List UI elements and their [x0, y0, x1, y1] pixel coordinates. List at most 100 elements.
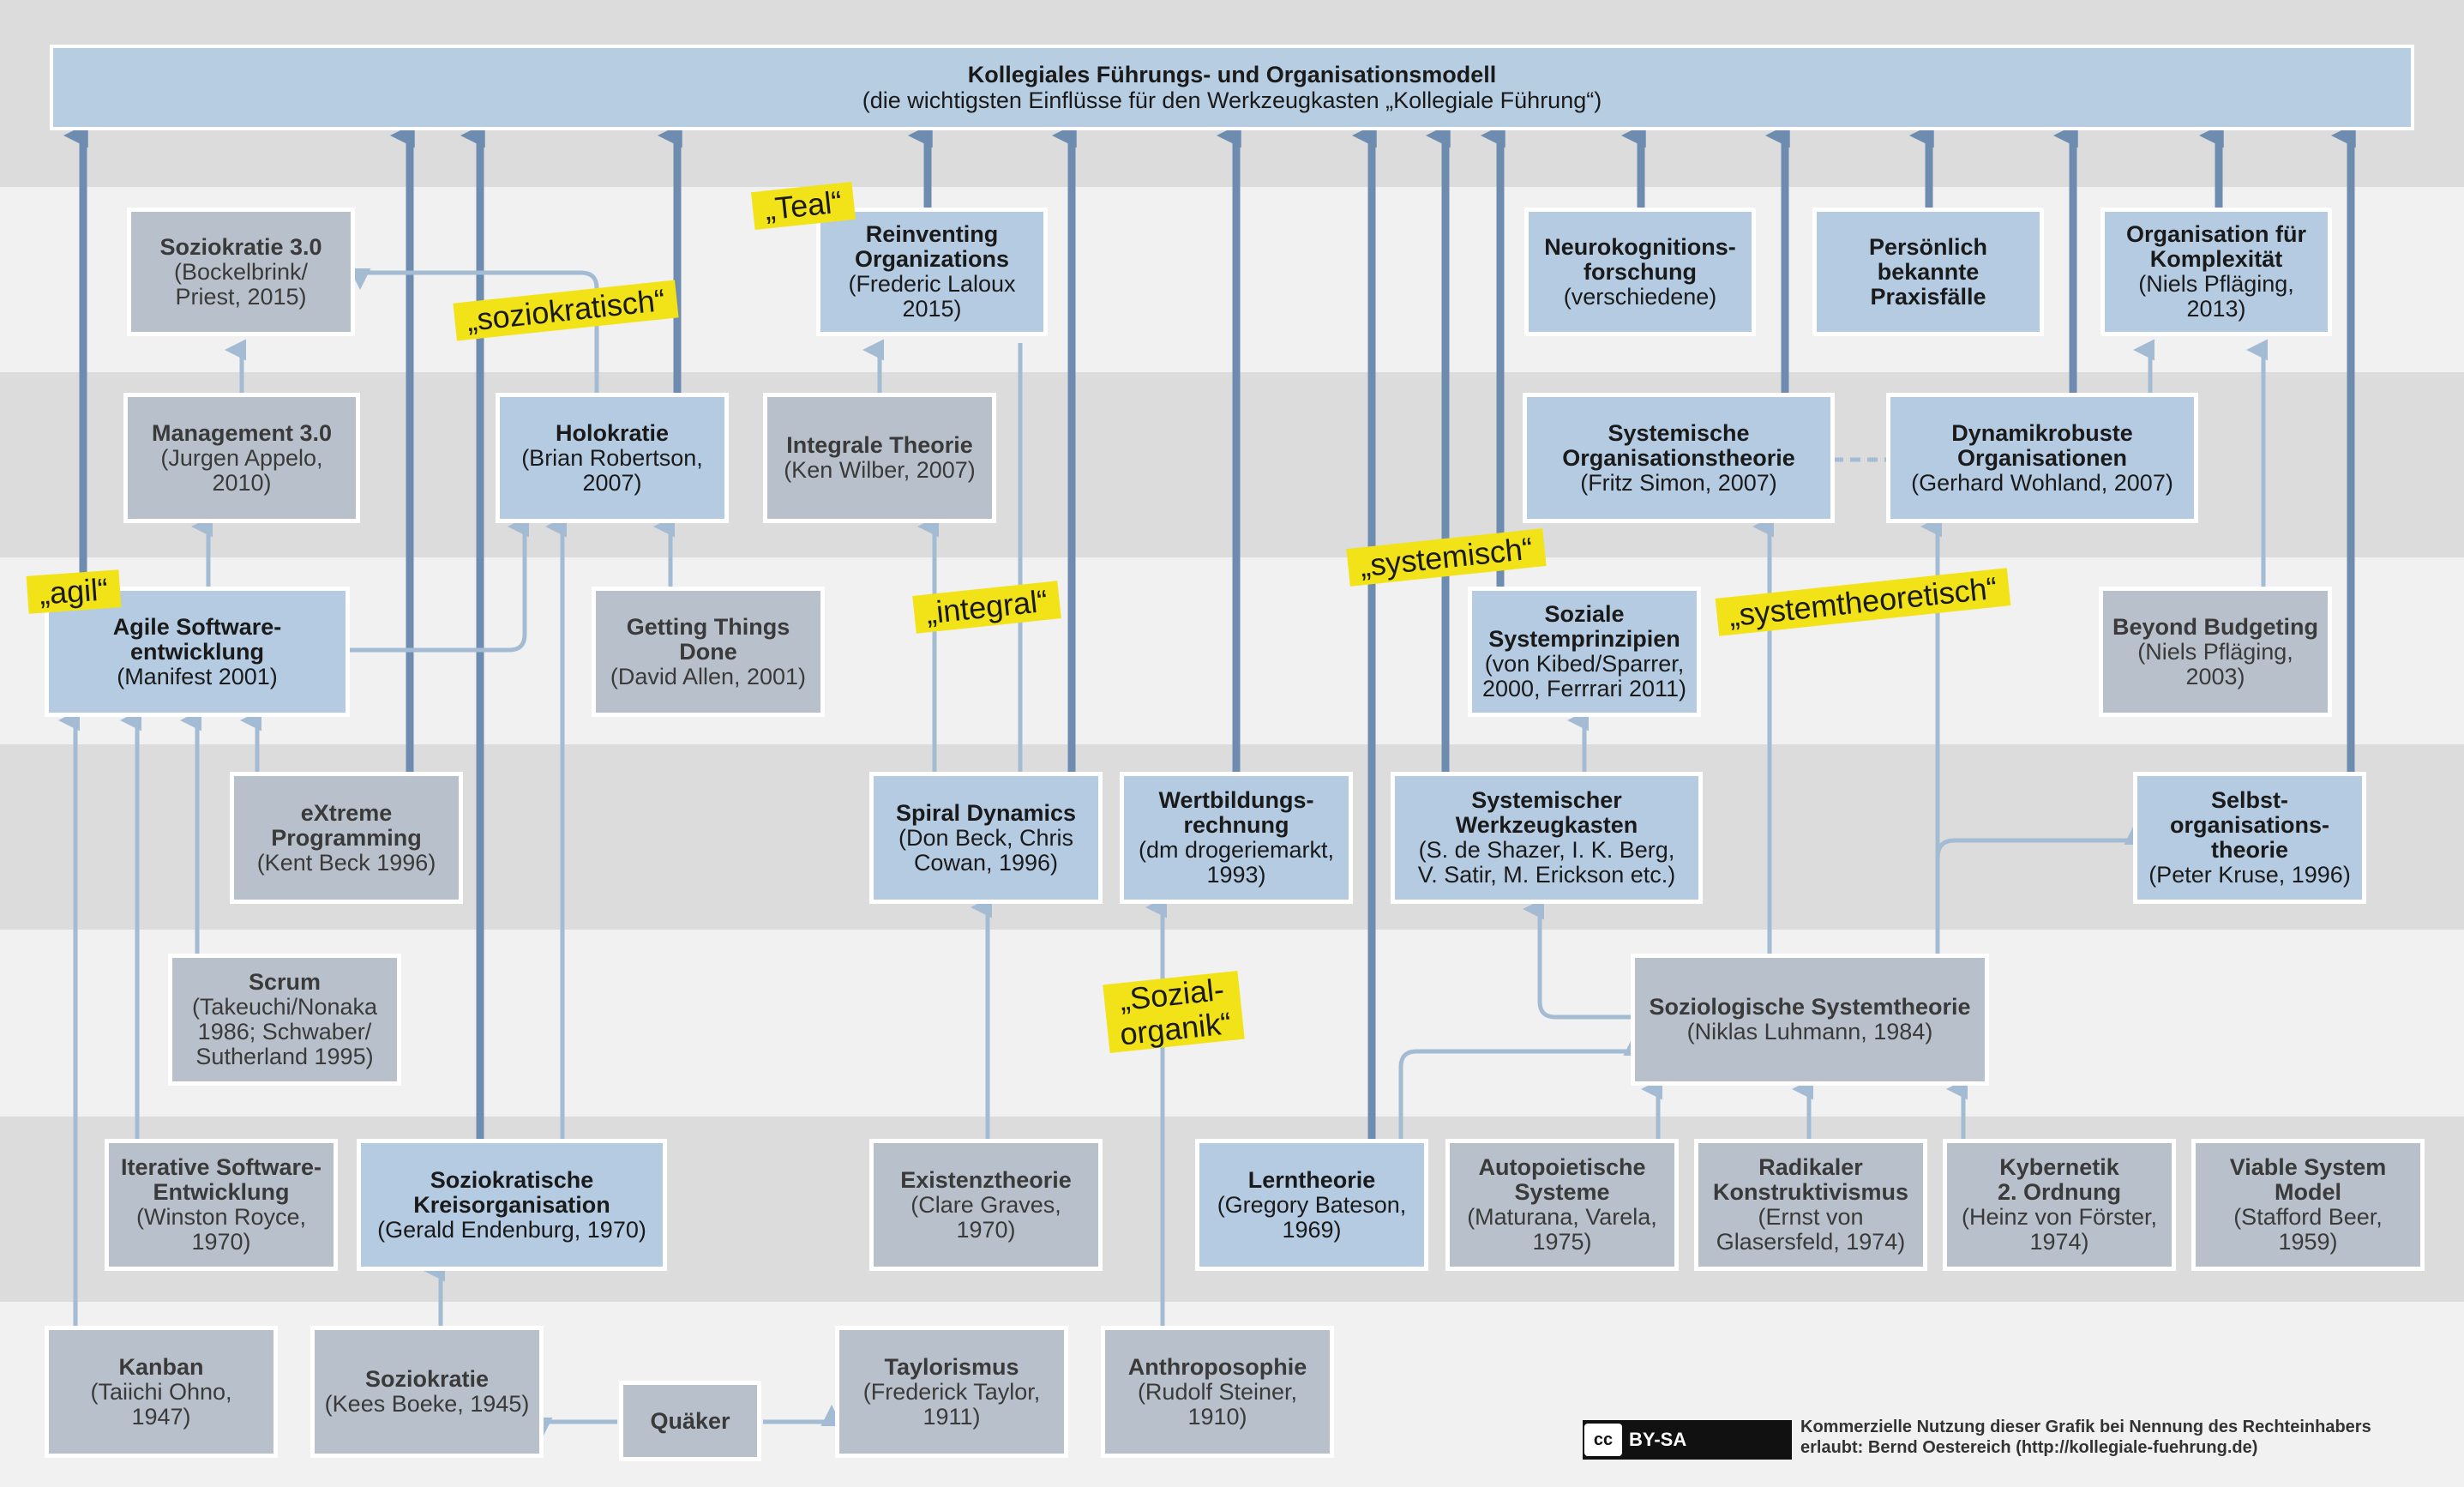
arrow-luhmann-selbst: [1935, 823, 2146, 858]
node-detail: (dm drogeriemarkt,: [1138, 837, 1335, 863]
node-title: Radikaler Konstruktivismus: [1712, 1154, 1909, 1205]
node-detail: Sutherland 1995): [195, 1044, 374, 1069]
node-title: Quäker: [650, 1407, 730, 1434]
node-detail: (Frederic Laloux: [848, 271, 1016, 297]
node-integrale-theorie: Integrale Theorie (Ken Wilber, 2007): [763, 393, 996, 523]
node-detail: 1993): [1206, 862, 1266, 888]
node-title: Iterative Software- Entwicklung: [120, 1154, 322, 1205]
license-credit-line: Kommerzielle Nutzung dieser Grafik bei N…: [1800, 1418, 2371, 1436]
node-detail: Cowan, 1996): [913, 849, 1059, 876]
node-detail: 2000, Ferrrari 2011): [1481, 676, 1687, 701]
arrow-agile-holo: [348, 515, 529, 653]
node-title: Dynamikrobuste Organisationen: [1951, 419, 2133, 471]
node-detail: (Ernst von: [1758, 1204, 1864, 1230]
node-detail: 1911): [922, 1403, 981, 1430]
license-badge: cc BY-SA: [1583, 1420, 1792, 1460]
node-detail: (verschiedene): [1563, 283, 1717, 310]
arrow-lern-luhmann: [1398, 1034, 1645, 1142]
node-detail: (Heinz von Förster,: [1961, 1204, 2158, 1230]
node-kanban: Kanban (Taiichi Ohno, 1947): [45, 1326, 278, 1458]
node-title: Anthroposophie: [1127, 1353, 1307, 1380]
node-detail: (Gerald Endenburg, 1970): [377, 1216, 646, 1243]
node-title: Systemische Organisationstheorie: [1562, 419, 1795, 471]
node-dynamikrobuste-organisationen: Dynamikrobuste Organisationen (Gerhard W…: [1886, 393, 2198, 523]
model-title: Kollegiales Führungs- und Organisationsm…: [967, 62, 1497, 87]
node-management-30: Management 3.0 (Jurgen Appelo, 2010): [123, 393, 360, 523]
node-title: Soziale Systemprinzipien: [1488, 601, 1680, 652]
node-detail: (Kent Beck 1996): [256, 849, 436, 876]
node-lerntheorie: Lerntheorie (Gregory Bateson, 1969): [1195, 1139, 1428, 1271]
node-title: Autopoietische Systeme: [1478, 1154, 1646, 1205]
node-holokratie: Holokratie (Brian Robertson, 2007): [496, 393, 729, 523]
node-detail: (Don Beck, Chris: [898, 824, 1074, 851]
tag-agil: „agil“: [26, 569, 122, 614]
node-title: Kybernetik 2. Ordnung: [1998, 1154, 2121, 1205]
license-credit-line: erlaubt: Bernd Oestereich (http://kolleg…: [1800, 1438, 2258, 1457]
node-title: Soziologische Systemtheorie: [1649, 994, 1971, 1020]
node-kybernetik-2-ordnung: Kybernetik 2. Ordnung (Heinz von Förster…: [1943, 1139, 2176, 1271]
node-title: Viable System Model: [2229, 1154, 2387, 1205]
node-soziokratie-30: Soziokratie 3.0 (Bockelbrink/ Priest, 20…: [127, 208, 355, 336]
node-detail: (David Allen, 2001): [610, 663, 807, 689]
node-title: Agile Software- entwicklung: [112, 613, 282, 665]
node-detail: (Taiichi Ohno,: [90, 1378, 232, 1405]
node-detail: 1910): [1187, 1403, 1247, 1430]
node-title: Beyond Budgeting: [2112, 613, 2318, 640]
node-detail: (Peter Kruse, 1996): [2148, 862, 2351, 888]
model-title-box: Kollegiales Führungs- und Organisationsm…: [50, 45, 2414, 130]
node-title: eXtreme Programming: [271, 799, 422, 851]
node-title: Taylorismus: [884, 1353, 1019, 1380]
node-detail: (Clare Graves, 1970): [910, 1191, 1061, 1243]
node-detail: Priest, 2015): [175, 283, 307, 310]
node-title: Existenztheorie: [900, 1166, 1072, 1193]
node-detail: 1975): [1532, 1229, 1592, 1255]
node-title: Management 3.0: [151, 419, 333, 446]
node-detail: 1974): [2029, 1229, 2089, 1255]
node-detail: (Manifest 2001): [117, 663, 278, 689]
node-quaeker: Quäker: [619, 1381, 761, 1461]
license-badge-label: BY-SA: [1629, 1429, 1687, 1450]
node-radikaler-konstruktivismus: Radikaler Konstruktivismus (Ernst von Gl…: [1694, 1139, 1927, 1271]
node-detail: (Niels Pfläging,: [2137, 638, 2293, 665]
node-detail: (Frederick Taylor,: [862, 1378, 1041, 1405]
node-title: Soziokratie: [364, 1366, 490, 1392]
node-title: Wertbildungs- rechnung: [1158, 787, 1314, 838]
node-title: Persönlich bekannte Praxisfälle: [1868, 233, 1988, 310]
node-detail: (S. de Shazer, I. K. Berg,: [1418, 837, 1675, 863]
node-detail: (Niels Pfläging,: [2138, 271, 2294, 297]
node-anthroposophie: Anthroposophie (Rudolf Steiner, 1910): [1101, 1326, 1334, 1458]
node-praxisfaelle: Persönlich bekannte Praxisfälle: [1812, 208, 2044, 336]
node-detail: 1970): [191, 1229, 251, 1255]
node-detail: (Rudolf Steiner,: [1137, 1378, 1298, 1405]
node-title: Spiral Dynamics: [895, 799, 1077, 826]
node-detail: (Jurgen Appelo,: [160, 444, 323, 471]
node-beyond-budgeting: Beyond Budgeting (Niels Pfläging, 2003): [2099, 587, 2332, 717]
node-title: Reinventing Organizations: [854, 221, 1010, 272]
node-detail: (Niklas Luhmann, 1984): [1686, 1019, 1933, 1045]
node-detail: (Brian Robertson,: [521, 444, 703, 471]
node-title: Neurokognitions- forschung: [1544, 233, 1736, 285]
node-spiral-dynamics: Spiral Dynamics (Don Beck, Chris Cowan, …: [869, 772, 1103, 904]
node-detail: (Bockelbrink/: [173, 258, 309, 285]
license-credit: Kommerzielle Nutzung dieser Grafik bei N…: [1800, 1417, 2371, 1458]
node-systemische-organisationstheorie: Systemische Organisationstheorie (Fritz …: [1523, 393, 1835, 523]
node-detail: (von Kibed/Sparrer,: [1484, 651, 1685, 677]
node-detail: (Fritz Simon, 2007): [1580, 469, 1777, 496]
node-neurokognitionsforschung: Neurokognitions- forschung (verschiedene…: [1524, 208, 1756, 336]
creative-commons-icon: cc: [1584, 1424, 1622, 1456]
node-title: Lerntheorie: [1247, 1166, 1376, 1193]
node-soziokratie: Soziokratie (Kees Boeke, 1945): [310, 1326, 544, 1458]
node-soziologische-systemtheorie: Soziologische Systemtheorie (Niklas Luhm…: [1631, 954, 1989, 1086]
tag-sozialorganik: „Sozial- organik“: [1103, 970, 1245, 1054]
node-title: Organisation für Komplexität: [2125, 221, 2306, 272]
node-title: Scrum: [248, 969, 322, 995]
node-detail: 1986; Schwaber/: [197, 1019, 372, 1045]
node-detail: (Gerhard Wohland, 2007): [1911, 469, 2173, 496]
node-detail: (Winston Royce,: [135, 1204, 307, 1230]
node-autopoietische-systeme: Autopoietische Systeme (Maturana, Varela…: [1445, 1139, 1679, 1271]
node-existenztheorie: Existenztheorie (Clare Graves, 1970): [869, 1139, 1103, 1271]
node-detail: 2007): [582, 469, 642, 496]
model-subtitle: (die wichtigsten Einflüsse für den Werkz…: [862, 87, 1602, 113]
node-reinventing-organizations: Reinventing Organizations (Frederic Lalo…: [816, 208, 1048, 336]
